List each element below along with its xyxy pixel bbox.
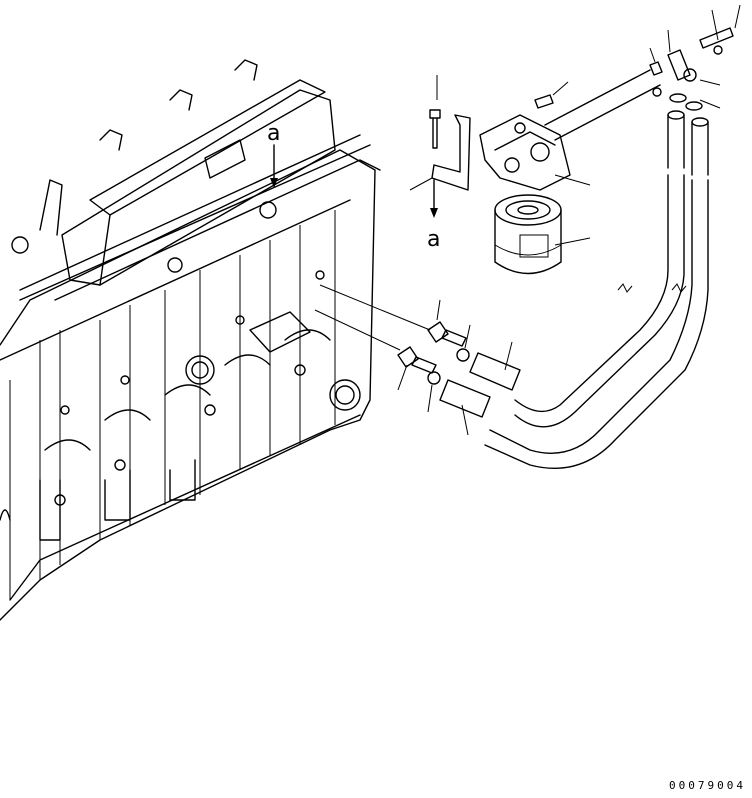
rocker-cover [61,89,336,286]
connector-fittings [314,284,521,436]
filter-head [479,114,571,191]
hose-left-vertical [667,114,685,169]
drawing-code: 00079004 [669,779,746,792]
fitting-hardware [544,4,741,141]
view-label-a-top: a [267,121,280,146]
bracket [431,114,471,191]
filter-head-assembly [409,75,591,191]
oil-filter-cartridge [494,194,591,275]
block-outline [0,149,376,621]
hose-run-1 [514,174,669,413]
view-indicator-top: a [267,121,280,188]
hose-run-2 [489,179,693,454]
view-indicator-bottom: a [427,179,440,252]
engine-block [0,59,381,621]
bolt [429,109,441,149]
view-label-a-bottom: a [427,227,440,252]
hose-assembly [484,110,709,469]
